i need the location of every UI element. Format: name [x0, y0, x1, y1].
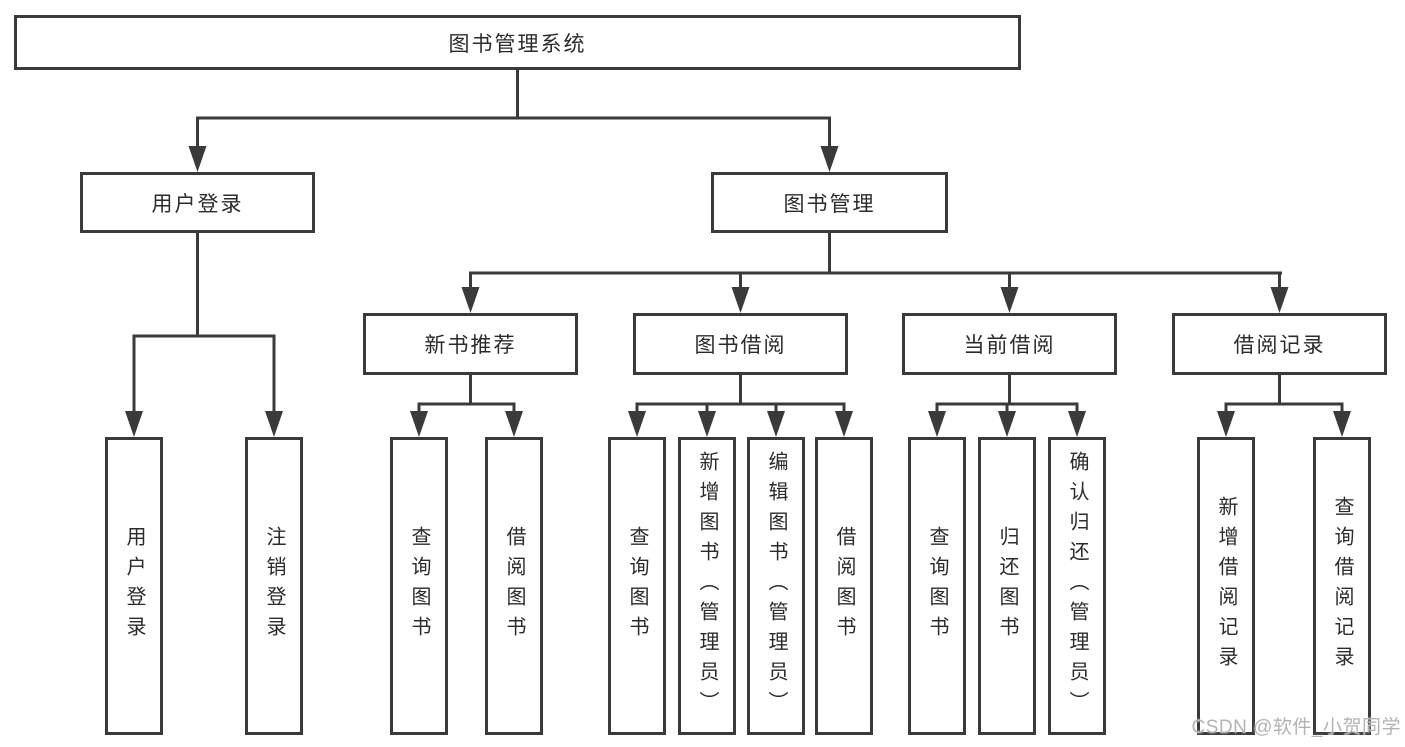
connector-book-management: [469, 233, 1282, 291]
node-user-login: 用户登录: [80, 172, 315, 233]
leaf-edit-books-admin: 编辑图书（管理员）: [747, 437, 805, 735]
leaf-query-books-current: 查询图书: [908, 437, 966, 735]
leaf-return-books: 归还图书: [978, 437, 1036, 735]
connector-book-borrowing: [635, 375, 846, 415]
leaf-borrow-books-borrowing: 借阅图书: [815, 437, 873, 735]
connector-root: [196, 70, 831, 150]
leaf-add-books-admin: 新增图书（管理员）: [678, 437, 736, 735]
node-new-book-recommendation: 新书推荐: [363, 313, 578, 375]
leaf-add-borrow-record: 新增借阅记录: [1197, 437, 1255, 735]
leaf-borrow-books-recommend: 借阅图书: [485, 437, 543, 735]
connector-user-login: [132, 233, 276, 415]
leaf-query-books-recommend: 查询图书: [390, 437, 448, 735]
leaf-confirm-return-admin: 确认归还（管理员）: [1048, 437, 1106, 735]
node-current-borrowing: 当前借阅: [902, 313, 1117, 375]
leaf-logout: 注销登录: [245, 437, 303, 735]
connector-borrowing-records: [1224, 375, 1344, 415]
leaf-user-login: 用户登录: [105, 437, 163, 735]
leaf-query-borrow-record: 查询借阅记录: [1313, 437, 1371, 735]
csdn-watermark: CSDN @软件_小贺同学: [1191, 717, 1401, 738]
leaf-query-books-borrowing: 查询图书: [608, 437, 666, 735]
connector-current-borrowing: [935, 375, 1079, 415]
connector-new-book: [417, 375, 516, 415]
node-borrowing-records: 借阅记录: [1172, 313, 1387, 375]
arrowheads: [125, 146, 1351, 437]
node-book-borrowing: 图书借阅: [633, 313, 848, 375]
node-library-system: 图书管理系统: [14, 15, 1021, 70]
node-book-management: 图书管理: [711, 172, 948, 233]
